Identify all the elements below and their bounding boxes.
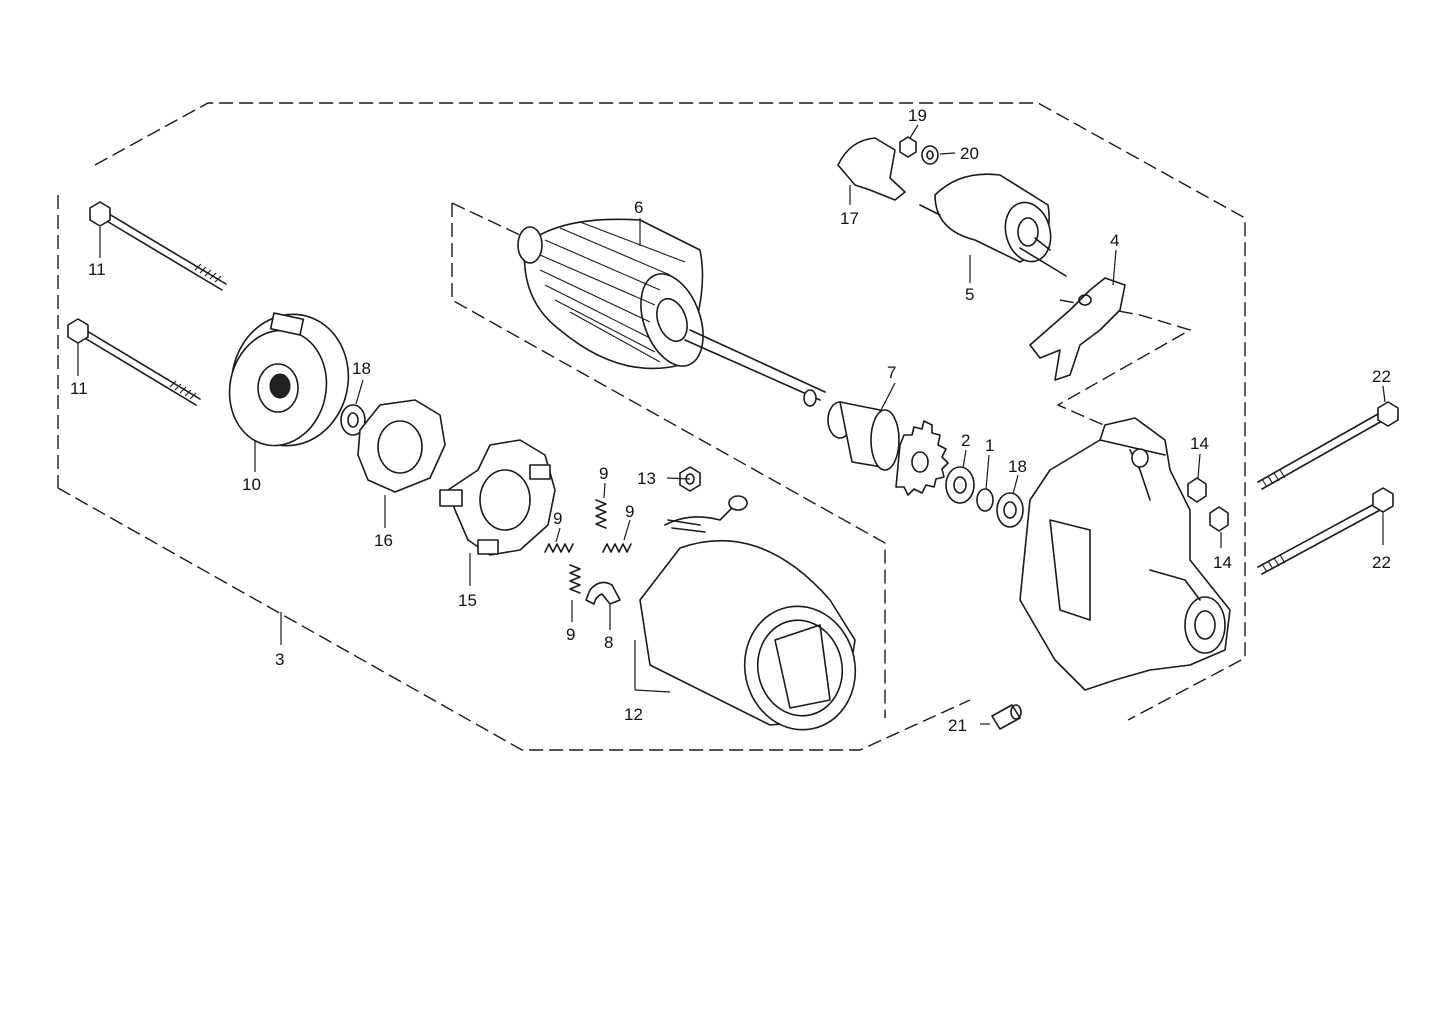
callout-9-bottom: 9 xyxy=(566,625,575,644)
callout-11-lower: 11 xyxy=(70,379,88,398)
nut-14-lower xyxy=(1209,506,1229,532)
dowel-21 xyxy=(991,704,1022,730)
brush-holder-15 xyxy=(439,439,556,556)
shift-lever-4 xyxy=(1029,277,1126,381)
callout-18-left: 18 xyxy=(352,359,371,378)
snap-ring-1 xyxy=(976,488,994,512)
callout-13: 13 xyxy=(637,469,656,488)
callout-7: 7 xyxy=(887,363,896,382)
callout-19: 19 xyxy=(908,106,927,125)
ring-2 xyxy=(945,466,975,504)
bolt-11-lower xyxy=(67,318,201,406)
callout-3: 3 xyxy=(275,650,284,669)
callout-21: 21 xyxy=(948,716,967,735)
callout-20: 20 xyxy=(960,144,979,163)
callout-22-upper: 22 xyxy=(1372,367,1391,386)
plate-16 xyxy=(357,399,446,493)
solenoid-5 xyxy=(919,173,1067,277)
callout-16: 16 xyxy=(374,531,393,550)
callout-1: 1 xyxy=(985,436,994,455)
bolt-22-lower xyxy=(1257,487,1394,575)
cover-17 xyxy=(837,137,906,201)
callout-9-right: 9 xyxy=(625,502,634,521)
callout-12: 12 xyxy=(624,705,643,724)
callout-labels: 11 11 10 18 16 15 3 6 7 2 1 18 13 9 9 9 … xyxy=(70,106,1391,735)
yoke-12 xyxy=(639,495,857,731)
callout-14-lower: 14 xyxy=(1213,553,1232,572)
callout-10: 10 xyxy=(242,475,261,494)
callout-2: 2 xyxy=(961,431,970,450)
clip-8 xyxy=(585,581,621,605)
callout-4: 4 xyxy=(1110,231,1119,250)
callout-14-upper: 14 xyxy=(1190,434,1209,453)
springs-9 xyxy=(544,499,632,594)
callout-17: 17 xyxy=(840,209,859,228)
callout-9-left: 9 xyxy=(553,509,562,528)
drive-housing xyxy=(1019,417,1231,691)
nut-19 xyxy=(899,136,917,158)
callout-11-upper: 11 xyxy=(88,260,106,279)
washer-18-right xyxy=(996,492,1024,528)
callout-6: 6 xyxy=(634,198,643,217)
assembly-outline xyxy=(57,102,1246,751)
washer-20 xyxy=(921,145,939,165)
nut-14-upper xyxy=(1187,477,1207,503)
callout-8: 8 xyxy=(604,633,613,652)
callout-5: 5 xyxy=(965,285,974,304)
leader-lines xyxy=(77,124,1386,725)
bolt-11-upper xyxy=(89,201,227,291)
callout-18-right: 18 xyxy=(1008,457,1027,476)
callout-9-top: 9 xyxy=(599,464,608,483)
callout-15: 15 xyxy=(458,591,477,610)
bolt-22-upper xyxy=(1257,401,1399,490)
drive-pinion-7 xyxy=(827,401,949,496)
armature-6 xyxy=(517,218,826,407)
end-cover-10 xyxy=(228,312,350,447)
callout-22-lower: 22 xyxy=(1372,553,1391,572)
washer-18-left xyxy=(340,404,366,436)
